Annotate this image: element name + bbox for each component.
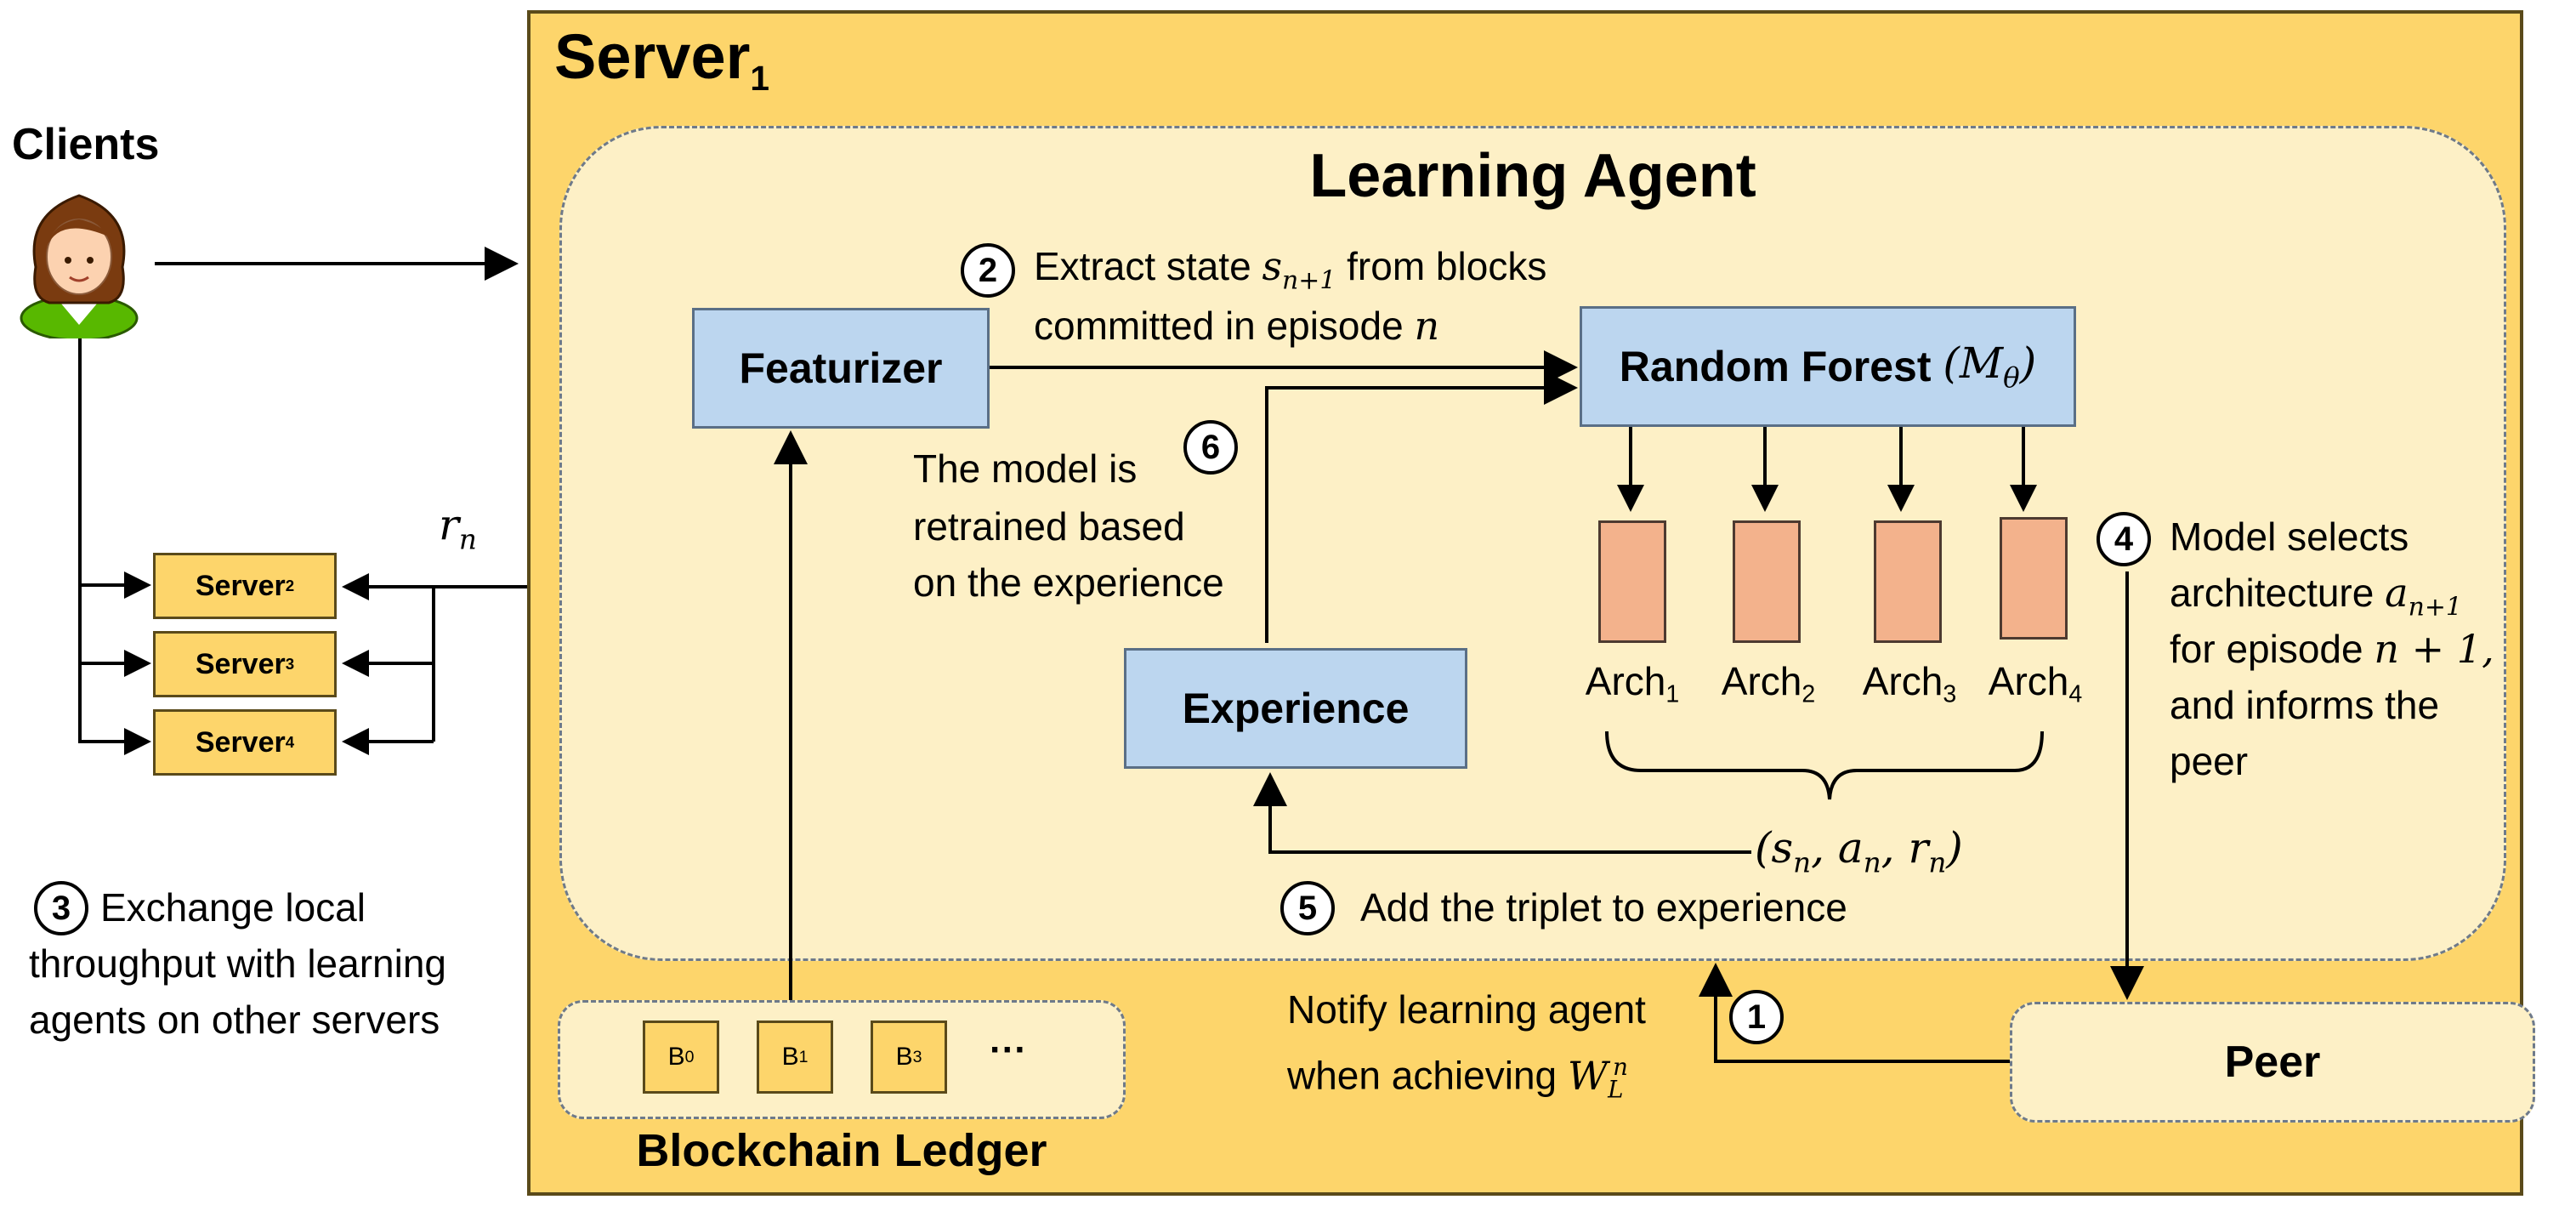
- step-3-line1: Exchange local: [100, 885, 366, 930]
- arch-1-rect: [1598, 520, 1666, 643]
- step-6-line2: retrained based: [913, 504, 1185, 549]
- random-forest-box: Random Forest (Mθ): [1580, 306, 2076, 427]
- step-4-badge: 4: [2097, 512, 2151, 566]
- step-4-line3: for episode n + 1,: [2170, 626, 2494, 672]
- experience-box: Experience: [1124, 648, 1467, 769]
- step-1-line2: when achieving WLn: [1287, 1052, 1628, 1104]
- step-2-badge: 2: [961, 243, 1015, 298]
- step-4-line1: Model selects: [2170, 515, 2409, 559]
- random-forest-math: (Mθ): [1943, 338, 2037, 395]
- arch-2-label: Arch2: [1721, 659, 1816, 708]
- server-1-title: Server1: [554, 21, 770, 99]
- random-forest-label: Random Forest: [1619, 343, 1932, 390]
- step-1-line1: Notify learning agent: [1287, 987, 1646, 1032]
- step-3-line2: throughput with learning: [29, 941, 446, 986]
- step-3-line3: agents on other servers: [29, 998, 440, 1042]
- step-6-badge: 6: [1183, 420, 1238, 475]
- step-3-badge: 3: [34, 881, 88, 935]
- arch-1-label: Arch1: [1585, 659, 1680, 708]
- step-2-line2: committed in episode n: [1034, 303, 1440, 349]
- learning-agent-title: Learning Agent: [1309, 142, 1756, 210]
- step-2-line1: Extract state sn+1 from blocks: [1034, 243, 1547, 296]
- arch-4-label: Arch4: [1988, 659, 2083, 708]
- step-4-line5: peer: [2170, 739, 2249, 783]
- featurizer-box: Featurizer: [692, 308, 990, 429]
- step-5-text: Add the triplet to experience: [1360, 885, 1847, 930]
- peer-box: Peer: [2010, 1002, 2535, 1123]
- arch-4-rect: [2000, 517, 2068, 640]
- client-user-icon: [20, 194, 139, 338]
- step-6-line3: on the experience: [913, 560, 1224, 605]
- block-ellipsis: ···: [990, 1029, 1027, 1071]
- rn-label: rn: [439, 500, 477, 556]
- arch-3-rect: [1874, 520, 1942, 643]
- step-6-line1: The model is: [913, 446, 1138, 491]
- arch-3-label: Arch3: [1862, 659, 1957, 708]
- step-4-line4: and informs the: [2170, 683, 2440, 727]
- arch-2-rect: [1733, 520, 1801, 643]
- clients-label: Clients: [12, 120, 160, 169]
- triplet-label: (sn, an, rn): [1755, 823, 1963, 879]
- step-4-line2: architecture an+1: [2170, 570, 2462, 623]
- step-5-badge: 5: [1280, 881, 1335, 935]
- blockchain-ledger-label: Blockchain Ledger: [636, 1125, 1047, 1176]
- step-1-badge: 1: [1729, 990, 1784, 1044]
